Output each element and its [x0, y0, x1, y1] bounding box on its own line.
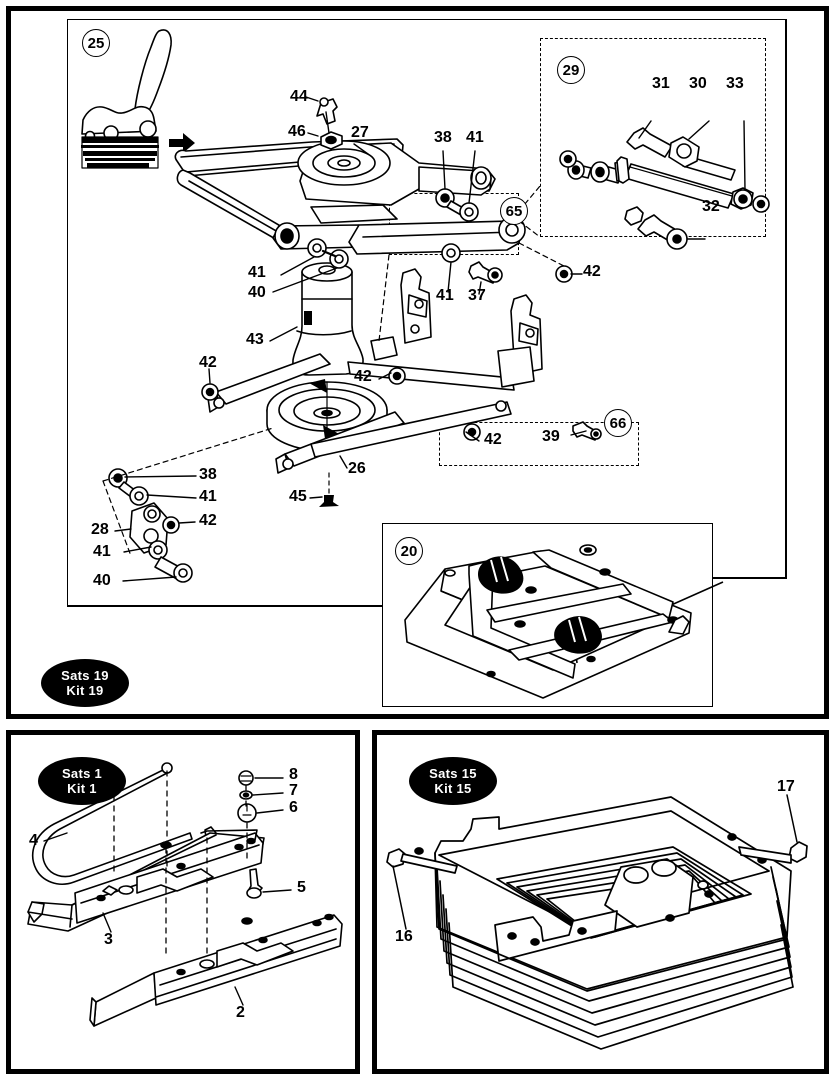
spring-cylinder-43 [293, 263, 363, 375]
part-label-37: 37 [468, 287, 486, 304]
part-label-17: 17 [777, 778, 795, 795]
lower-slide-rail-2 [90, 915, 342, 1027]
part-label-41-left: 41 [248, 264, 266, 281]
callout-circle-65: 65 [500, 197, 528, 225]
inset-box-20: 20 [382, 523, 713, 707]
part-label-16: 16 [395, 928, 413, 945]
part-label-33: 33 [726, 75, 744, 92]
inner-frame-top [67, 19, 787, 607]
part-label-8: 8 [289, 766, 298, 783]
part-label-41-cluster-b: 41 [93, 543, 111, 560]
part-label-27: 27 [351, 124, 369, 141]
inner-frame-step-horizontal [673, 577, 787, 579]
part-label-4: 4 [29, 832, 38, 849]
part-label-3: 3 [104, 931, 113, 948]
part-label-39: 39 [542, 428, 560, 445]
part-label-2: 2 [236, 1004, 245, 1021]
dashed-group-box-29 [540, 38, 766, 237]
part-label-30: 30 [689, 75, 707, 92]
part-label-41-mid: 41 [436, 287, 454, 304]
leader-lines-bottom-right [393, 795, 797, 929]
kit-badge-1-line1: Sats 1 [61, 766, 103, 781]
part-label-42-farleft: 42 [199, 354, 217, 371]
callout-circle-20: 20 [395, 537, 423, 565]
seat-base-frame-linework [383, 524, 714, 708]
kit-badge-1-line2: Kit 1 [67, 781, 97, 796]
kit-badge-1: Sats 1 Kit 1 [38, 757, 126, 805]
part-label-42-center: 42 [354, 368, 372, 385]
alignment-dashed-lines [114, 771, 247, 958]
part-label-32: 32 [702, 198, 720, 215]
part-label-40-left: 40 [248, 284, 266, 301]
lower-frame-arms [208, 337, 514, 473]
part-label-41-cluster-a: 41 [199, 488, 217, 505]
leader-lines-bottom-left [44, 778, 291, 1005]
callout-circle-25: 25 [82, 29, 110, 57]
suspension-linework [81, 11, 834, 724]
part-label-6: 6 [289, 799, 298, 816]
part-label-38-lower: 38 [199, 466, 217, 483]
callout-circle-29: 29 [557, 56, 585, 84]
seat-thumbnail-icon [81, 30, 195, 168]
part-label-42-right: 42 [583, 263, 601, 280]
part-label-28: 28 [91, 521, 109, 538]
part-label-5: 5 [297, 879, 306, 896]
kit-badge-15-line2: Kit 15 [434, 781, 472, 796]
part-label-26: 26 [348, 460, 366, 477]
dashed-group-box-66 [439, 422, 639, 466]
panel-seat-suspension-assembly: 25 29 65 66 44 46 27 38 41 31 30 33 32 4… [6, 6, 829, 719]
callout-circle-66: 66 [604, 409, 632, 437]
part-label-45: 45 [289, 488, 307, 505]
part-label-40-cluster: 40 [93, 572, 111, 589]
part-label-42-bottom: 42 [484, 431, 502, 448]
part-label-43: 43 [246, 331, 264, 348]
panel-seat-slide-rails: 8 7 6 5 4 3 2 Sats 1 Kit 1 [6, 730, 360, 1074]
part-label-44: 44 [290, 88, 308, 105]
leader-lines-top [115, 97, 745, 581]
part-label-38-upper: 38 [434, 129, 452, 146]
part-label-46: 46 [288, 123, 306, 140]
part-label-31: 31 [652, 75, 670, 92]
part-label-41-upper: 41 [466, 129, 484, 146]
rail-hardware [238, 771, 262, 898]
kit-badge-19-line1: Sats 19 [61, 668, 109, 683]
part-label-42-cluster: 42 [199, 512, 217, 529]
kit-badge-15-line1: Sats 15 [429, 766, 477, 781]
cushion-pan-linework [377, 735, 834, 1079]
upper-swing-arm [175, 139, 525, 254]
kit-badge-19: Sats 19 Kit 19 [41, 659, 129, 707]
kit-badge-15: Sats 15 Kit 15 [409, 757, 497, 805]
shock-absorber-29 [560, 128, 769, 249]
panel-seat-cushion-pan: 16 17 Sats 15 Kit 15 [372, 730, 829, 1074]
inner-frame-bottom-edge [67, 605, 674, 607]
left-linkage-cluster [103, 428, 273, 582]
kit-badge-19-line2: Kit 19 [66, 683, 104, 698]
slide-rail-linework [11, 735, 365, 1079]
right-brackets [401, 269, 542, 387]
inner-frame-right-edge [785, 19, 787, 577]
part-label-7: 7 [289, 782, 298, 799]
upper-slide-rail-3 [28, 827, 264, 931]
